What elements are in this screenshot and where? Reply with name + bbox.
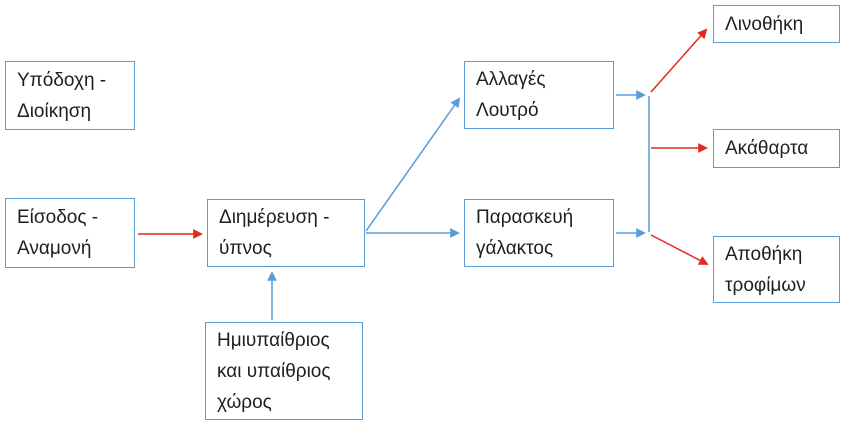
node-entrance-waiting: Είσοδος - Αναμονή [5, 198, 135, 268]
arrow-junction-to-foodstore [650, 234, 709, 265]
arrow-junction-to-linen [650, 28, 708, 93]
node-linen-room: Λινοθήκη [713, 5, 840, 43]
node-day-care-sleep: Διημέρευση - ύπνος [207, 199, 365, 267]
arrow-daycare-to-changes [365, 97, 461, 232]
node-semi-open-air-space: Ημιυπαίθριος και υπαίθριος χώρος [205, 322, 363, 420]
node-food-storage: Αποθήκη τροφίμων [713, 236, 840, 303]
node-soiled-items: Ακάθαρτα [713, 129, 840, 168]
node-milk-preparation: Παρασκευή γάλακτος [464, 199, 614, 267]
node-changes-bath: Αλλαγές Λουτρό [464, 61, 614, 129]
node-reception-administration: Υπόδοχη - Διοίκηση [5, 61, 135, 130]
